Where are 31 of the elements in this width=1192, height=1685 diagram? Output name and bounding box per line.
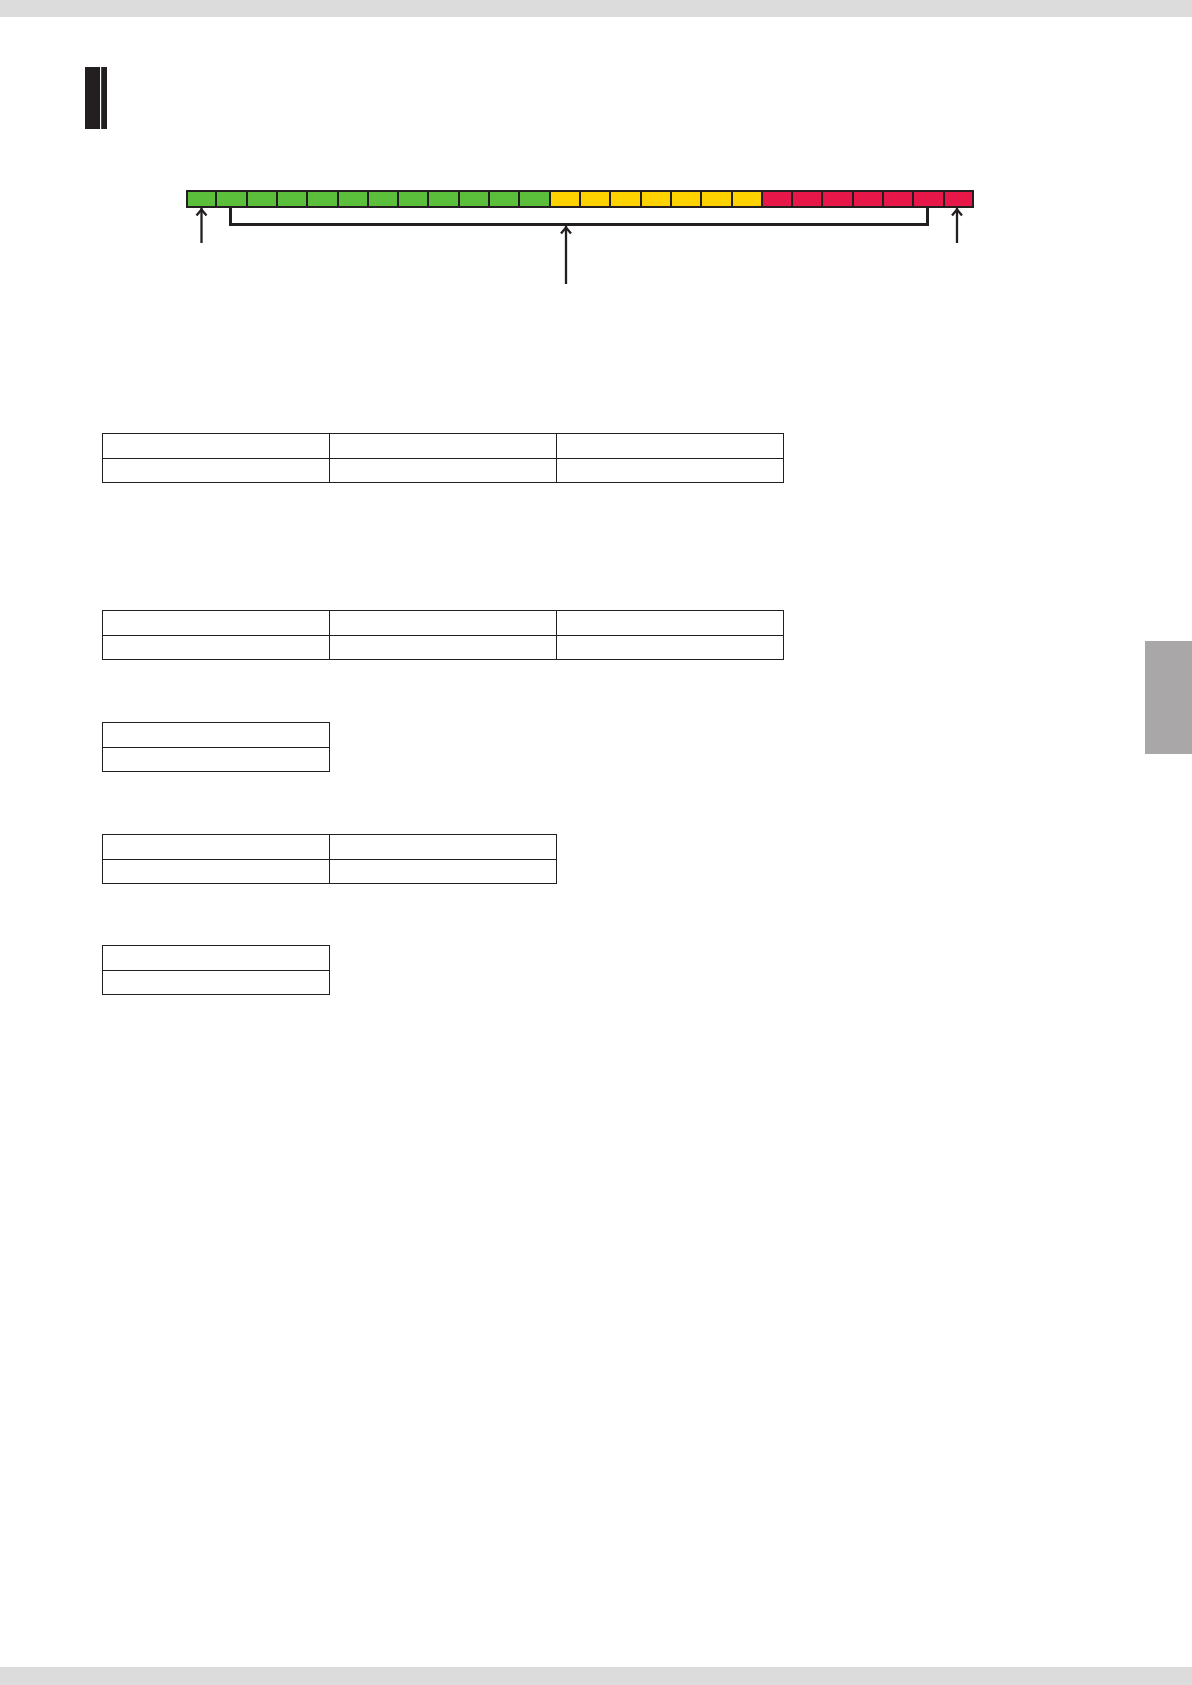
- meter-segment: [367, 190, 399, 208]
- arrow: [950, 208, 964, 243]
- meter-segment: [701, 190, 732, 208]
- meter-segment: [731, 190, 762, 208]
- meter-segment: [428, 190, 459, 208]
- meter-segment: [337, 190, 368, 208]
- meter-segment: [398, 190, 429, 208]
- bracket: [229, 208, 929, 226]
- meter-segment: [640, 190, 671, 208]
- meter-segment: [519, 190, 550, 208]
- meter-segment: [458, 190, 490, 208]
- meter-segment: [822, 190, 853, 208]
- side-tab: [1145, 641, 1192, 754]
- meter-segment: [852, 190, 884, 208]
- arrow: [559, 226, 573, 284]
- meter-segment: [216, 190, 247, 208]
- meter-segment: [246, 190, 277, 208]
- meter-segment: [580, 190, 611, 208]
- meter-segment: [186, 190, 217, 208]
- arrow: [195, 208, 208, 243]
- meter-segment: [670, 190, 702, 208]
- meter-segment: [549, 190, 580, 208]
- meter-segment: [489, 190, 520, 208]
- meter-segment: [913, 190, 944, 208]
- meter-segment: [276, 190, 308, 208]
- meter-segment: [883, 190, 914, 208]
- meter-segment: [307, 190, 338, 208]
- meter-segment: [610, 190, 641, 208]
- meter-segment: [792, 190, 823, 208]
- meter-segment: [943, 190, 974, 208]
- meter-segment: [761, 190, 793, 208]
